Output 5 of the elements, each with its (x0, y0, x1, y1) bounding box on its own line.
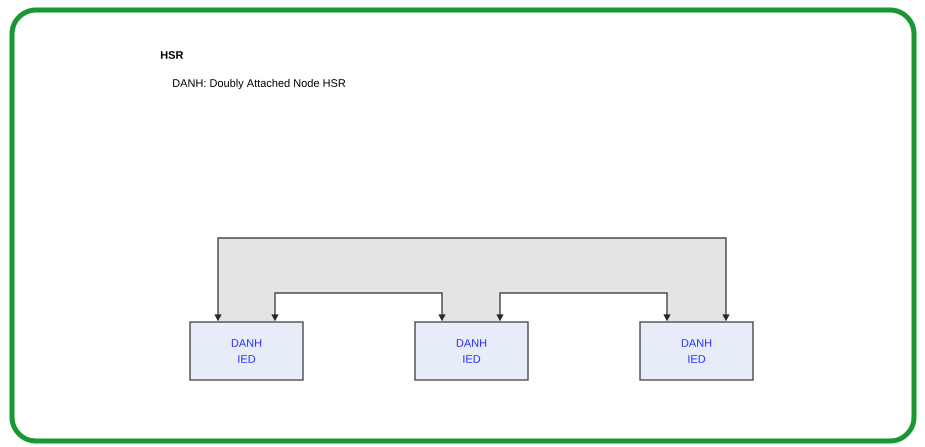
note: DANH: Doubly Attached Node HSR (173, 78, 346, 90)
device-box: DANH IED (189, 321, 304, 381)
device-box: DANH IED (639, 321, 754, 381)
device-box: DANH IED (414, 321, 529, 381)
title: HSR (160, 51, 184, 59)
